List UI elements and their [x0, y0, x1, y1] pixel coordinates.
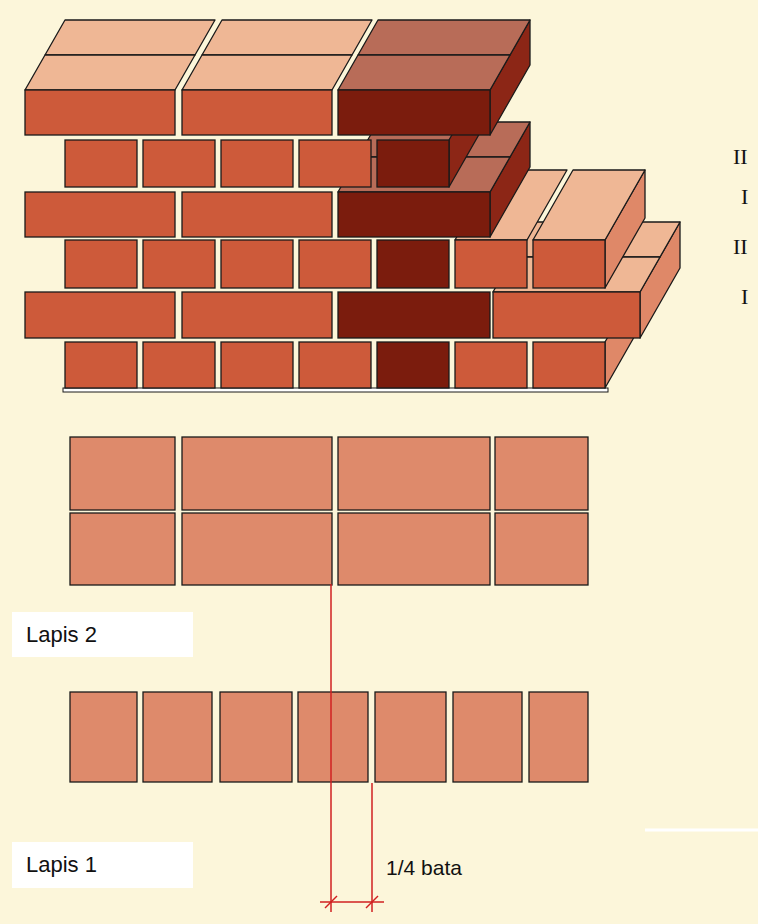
- course-number: I: [741, 184, 748, 210]
- leader-line: [330, 584, 332, 912]
- plan-brick: [220, 692, 292, 782]
- brick-front: [182, 90, 332, 135]
- brick-front: [299, 342, 371, 388]
- brick-front: [221, 342, 293, 388]
- course-number: II: [733, 144, 748, 170]
- brick-front: [221, 240, 293, 288]
- plan-brick: [495, 513, 588, 585]
- brick-front: [25, 292, 175, 338]
- brick-top: [45, 20, 215, 55]
- brick-front: [143, 240, 215, 288]
- plan-brick: [70, 692, 137, 782]
- brick-front: [493, 292, 640, 338]
- brick-front: [25, 90, 175, 135]
- caption-box: Lapis 1: [12, 842, 193, 888]
- brick-front: [65, 342, 137, 388]
- brick-front: [65, 240, 137, 288]
- brick-front-highlight: [338, 90, 490, 135]
- brick-front: [143, 140, 215, 187]
- layer-label: Lapis 2: [26, 622, 97, 648]
- brick-front: [221, 140, 293, 187]
- brick-top: [533, 170, 645, 240]
- rule-line: [645, 829, 758, 832]
- plan-brick: [529, 692, 588, 782]
- plan-brick: [453, 692, 522, 782]
- course-plans: [70, 437, 588, 782]
- brick-wall: [25, 20, 680, 392]
- plan-brick: [70, 513, 175, 585]
- dimension-tick: [325, 896, 337, 908]
- brick-course: [25, 20, 530, 135]
- brick-front: [299, 140, 371, 187]
- plan-brick: [70, 437, 175, 510]
- plan-brick: [143, 692, 212, 782]
- brick-front-highlight: [377, 342, 449, 388]
- brick-front: [143, 342, 215, 388]
- brick-front-highlight: [377, 240, 449, 288]
- brick-front: [533, 342, 605, 388]
- brick-top: [338, 55, 510, 90]
- brick-top: [358, 20, 530, 55]
- brick-front: [65, 140, 137, 187]
- brick-top: [25, 55, 195, 90]
- brick-front-highlight: [338, 292, 490, 338]
- dimension-lines: [320, 584, 758, 912]
- plan-brick: [375, 692, 446, 782]
- plan-brick: [495, 437, 588, 510]
- layer-label: Lapis 1: [26, 852, 97, 878]
- brick-front: [533, 240, 605, 288]
- plan-brick: [182, 513, 332, 585]
- brick-front-highlight: [377, 140, 449, 187]
- brick-front: [182, 292, 332, 338]
- leader-line: [371, 783, 373, 912]
- plan-brick: [338, 437, 490, 510]
- brick-front: [299, 240, 371, 288]
- dimension-tick: [366, 896, 378, 908]
- brick-front: [455, 342, 527, 388]
- brick-front: [455, 240, 527, 288]
- course-number: I: [741, 284, 748, 310]
- brick-course: [25, 222, 680, 338]
- plan-brick: [298, 692, 368, 782]
- course-number: II: [733, 234, 748, 260]
- brick-top: [182, 55, 352, 90]
- plan-brick: [338, 513, 490, 585]
- plan-brick: [182, 437, 332, 510]
- brick-top: [202, 20, 372, 55]
- brick-front-highlight: [338, 192, 490, 237]
- brick-front: [25, 192, 175, 237]
- brick-front: [182, 192, 332, 237]
- caption-box: Lapis 2: [12, 612, 193, 657]
- dimension-label: 1/4 bata: [386, 856, 462, 880]
